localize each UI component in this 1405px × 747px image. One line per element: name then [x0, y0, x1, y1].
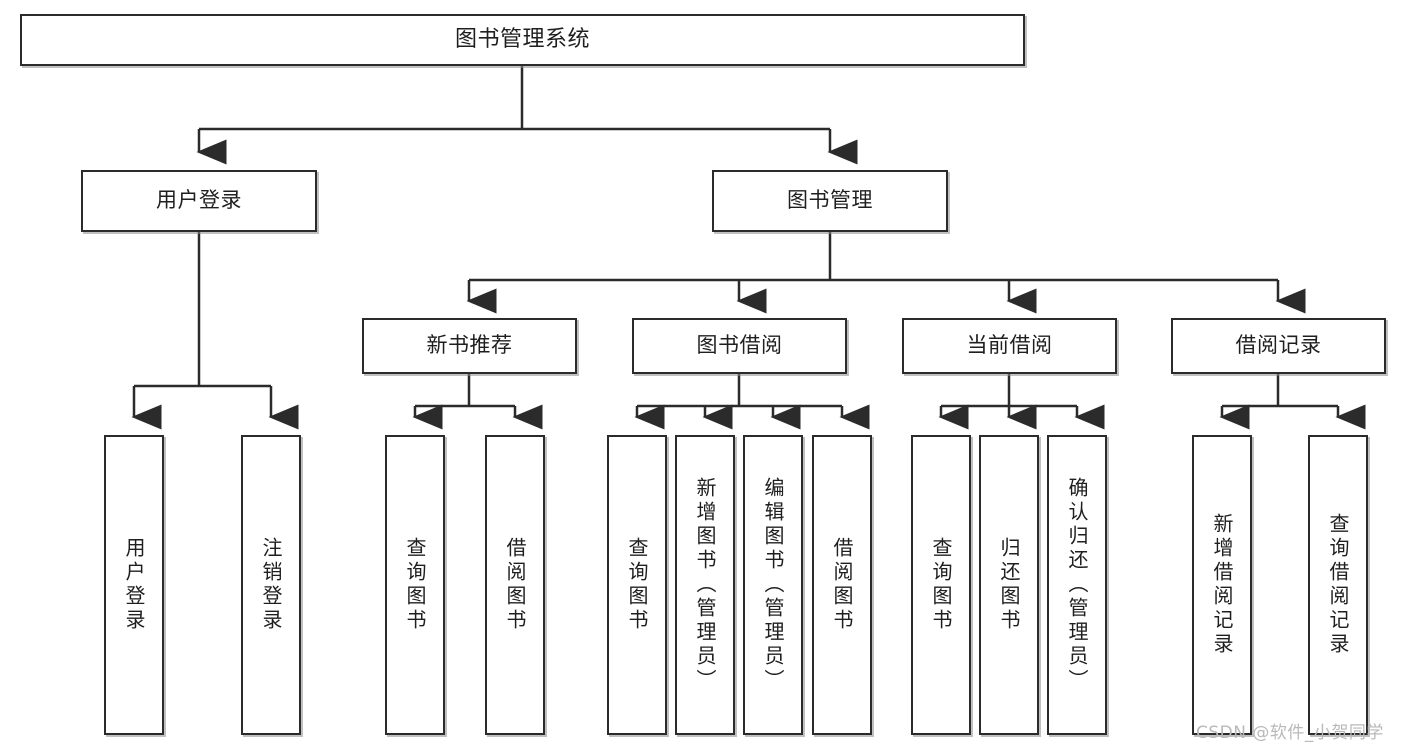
node-root-label: 图书管理系统: [454, 26, 590, 52]
node-leaf-add-record[interactable]: 新增借阅记录: [1192, 435, 1252, 735]
node-leaf-logout-login[interactable]: 注销登录: [241, 435, 301, 735]
node-leaf-user-login-label: 用户登录: [122, 537, 146, 633]
node-leaf-borrow-book-1[interactable]: 借阅图书: [485, 435, 545, 735]
node-leaf-query-book-1-label: 查询图书: [403, 537, 427, 633]
node-book-borrow[interactable]: 图书借阅: [632, 318, 847, 374]
node-leaf-query-book-3-label: 查询图书: [929, 537, 953, 633]
node-leaf-query-book-1[interactable]: 查询图书: [385, 435, 445, 735]
node-book-management[interactable]: 图书管理: [712, 170, 948, 232]
node-leaf-query-record-label: 查询借阅记录: [1326, 513, 1350, 657]
node-leaf-confirm-return[interactable]: 确认归还（管理员）: [1047, 435, 1107, 735]
node-user-login[interactable]: 用户登录: [81, 170, 317, 232]
node-user-login-label: 用户登录: [156, 188, 242, 213]
node-leaf-add-record-label: 新增借阅记录: [1210, 513, 1234, 657]
node-leaf-borrow-book-2[interactable]: 借阅图书: [812, 435, 872, 735]
node-leaf-user-login[interactable]: 用户登录: [104, 435, 164, 735]
node-leaf-add-book[interactable]: 新增图书（管理员）: [675, 435, 735, 735]
watermark: CSDN @软件_小贺同学: [1196, 723, 1384, 743]
node-leaf-query-record[interactable]: 查询借阅记录: [1308, 435, 1368, 735]
node-leaf-borrow-book-2-label: 借阅图书: [830, 537, 854, 633]
node-book-management-label: 图书管理: [787, 188, 873, 213]
node-leaf-add-book-label: 新增图书（管理员）: [693, 477, 717, 693]
node-leaf-query-book-3[interactable]: 查询图书: [911, 435, 971, 735]
node-borrow-record[interactable]: 借阅记录: [1171, 318, 1386, 374]
node-leaf-query-book-2-label: 查询图书: [625, 537, 649, 633]
node-leaf-edit-book-label: 编辑图书（管理员）: [761, 477, 785, 693]
node-leaf-return-book[interactable]: 归还图书: [979, 435, 1039, 735]
node-new-book-recommend[interactable]: 新书推荐: [362, 318, 577, 374]
node-leaf-return-book-label: 归还图书: [997, 537, 1021, 633]
node-current-borrow[interactable]: 当前借阅: [902, 318, 1117, 374]
node-borrow-record-label: 借阅记录: [1235, 333, 1322, 358]
node-new-book-recommend-label: 新书推荐: [426, 333, 513, 358]
node-current-borrow-label: 当前借阅: [966, 333, 1053, 358]
node-book-borrow-label: 图书借阅: [696, 333, 783, 358]
node-root[interactable]: 图书管理系统: [20, 14, 1025, 66]
node-leaf-query-book-2[interactable]: 查询图书: [607, 435, 667, 735]
node-leaf-logout-login-label: 注销登录: [259, 537, 283, 633]
node-leaf-edit-book[interactable]: 编辑图书（管理员）: [743, 435, 803, 735]
node-leaf-borrow-book-1-label: 借阅图书: [503, 537, 527, 633]
node-leaf-confirm-return-label: 确认归还（管理员）: [1065, 477, 1089, 693]
